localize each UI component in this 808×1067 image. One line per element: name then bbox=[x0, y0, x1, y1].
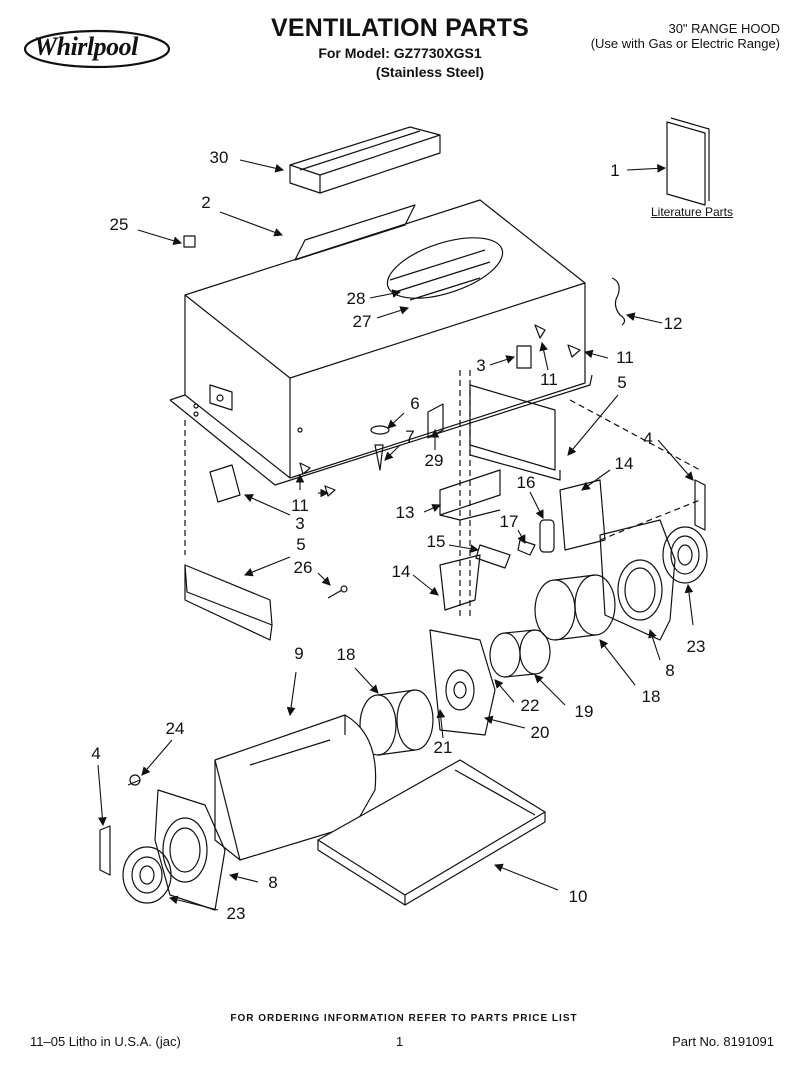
callout-25: 25 bbox=[109, 215, 129, 234]
hood-body-part bbox=[169, 199, 593, 486]
page-number: 1 bbox=[396, 1034, 404, 1049]
callout-22: 22 bbox=[520, 696, 540, 715]
callout-17: 17 bbox=[499, 512, 519, 531]
clip-part bbox=[183, 235, 196, 248]
ordering-note: FOR ORDERING INFORMATION REFER TO PARTS … bbox=[230, 1013, 578, 1024]
callout-2: 2 bbox=[201, 193, 211, 212]
callout-12: 12 bbox=[663, 314, 683, 333]
motor-part bbox=[489, 629, 551, 678]
callout-11-upper: 11 bbox=[540, 370, 558, 389]
screw-24 bbox=[127, 779, 141, 786]
callout-10: 10 bbox=[568, 887, 588, 906]
callout-4-right: 4 bbox=[643, 429, 653, 448]
capacitor-part bbox=[517, 519, 555, 556]
callout-18-left: 18 bbox=[336, 645, 356, 664]
callout-14-lower: 14 bbox=[391, 562, 411, 581]
callout-26: 26 bbox=[293, 558, 313, 577]
product-description: 30" RANGE HOOD (Use with Gas or Electric… bbox=[560, 21, 780, 51]
screw-26 bbox=[327, 585, 348, 599]
callout-3-upper: 3 bbox=[476, 356, 486, 375]
logo-swoosh bbox=[23, 29, 171, 69]
callout-13: 13 bbox=[395, 503, 415, 522]
terminal-block-part bbox=[475, 544, 511, 569]
callout-20: 20 bbox=[530, 723, 550, 742]
callout-11-lower: 11 bbox=[291, 496, 309, 515]
callout-23-left: 23 bbox=[226, 904, 246, 923]
callout-6: 6 bbox=[410, 394, 420, 413]
duct-transition-part bbox=[289, 126, 441, 194]
callout-5-lower: 5 bbox=[296, 535, 306, 554]
callout-27: 27 bbox=[352, 312, 372, 331]
brand-logo: Whirlpool bbox=[22, 22, 172, 72]
callout-4-left: 4 bbox=[91, 744, 101, 763]
callout-30: 30 bbox=[209, 148, 229, 167]
callout-29: 29 bbox=[424, 451, 444, 470]
brand-name: Whirlpool bbox=[34, 32, 138, 61]
finish-label: (Stainless Steel) bbox=[375, 64, 485, 80]
product-type: 30" RANGE HOOD bbox=[668, 21, 780, 36]
callout-3-lower: 3 bbox=[295, 514, 305, 533]
callout-18-right: 18 bbox=[641, 687, 661, 706]
literature-parts-label: Literature Parts bbox=[650, 205, 734, 219]
callout-1: 1 bbox=[610, 161, 620, 180]
motor-mount-part bbox=[439, 479, 606, 611]
blower-housing-left bbox=[99, 774, 226, 911]
callout-15: 15 bbox=[426, 532, 446, 551]
callout-21: 21 bbox=[433, 738, 453, 757]
callout-24: 24 bbox=[165, 719, 185, 738]
blower-housing-right bbox=[599, 479, 708, 641]
part-number: Part No. 8191091 bbox=[672, 1034, 774, 1049]
litho-info: 11–05 Litho in U.S.A. (jac) bbox=[30, 1034, 181, 1049]
cord-clamp-part bbox=[611, 277, 626, 326]
bottom-panel-part bbox=[317, 759, 546, 906]
callout-28: 28 bbox=[346, 289, 366, 308]
callout-5-upper: 5 bbox=[617, 373, 627, 392]
alignment-lines bbox=[184, 370, 701, 620]
left-bracket-part bbox=[184, 462, 336, 641]
page-title: VENTILATION PARTS bbox=[270, 14, 530, 42]
callout-8-right: 8 bbox=[665, 661, 675, 680]
callout-11-right: 11 bbox=[616, 348, 634, 367]
literature-part bbox=[666, 117, 710, 206]
callout-16: 16 bbox=[516, 473, 536, 492]
blower-wheel-left bbox=[359, 689, 434, 756]
product-usage: (Use with Gas or Electric Range) bbox=[590, 36, 780, 51]
callout-23-right: 23 bbox=[686, 637, 706, 656]
callout-14-upper: 14 bbox=[614, 454, 634, 473]
exploded-parts-diagram bbox=[97, 117, 710, 911]
blower-scroll-part bbox=[214, 714, 377, 861]
callout-19: 19 bbox=[574, 702, 594, 721]
callout-8-left: 8 bbox=[268, 873, 278, 892]
screw-parts bbox=[370, 403, 444, 471]
blower-wheel-right bbox=[534, 574, 616, 641]
motor-plate-part bbox=[429, 629, 496, 736]
callout-7: 7 bbox=[405, 427, 415, 446]
leader-lines bbox=[97, 159, 694, 911]
callout-9: 9 bbox=[294, 644, 304, 663]
model-number: For Model: GZ7730XGS1 bbox=[318, 45, 482, 61]
